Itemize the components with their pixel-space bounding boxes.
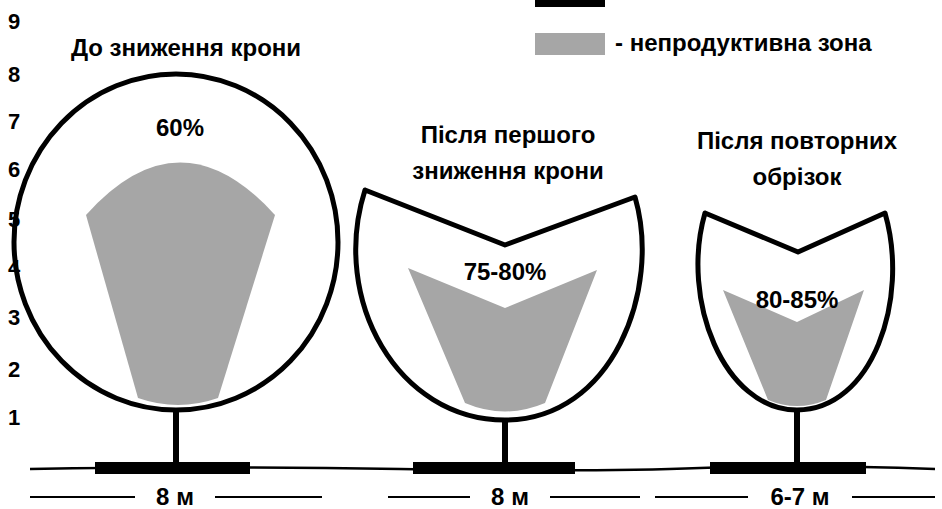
productivity-percent: 75-80% <box>435 254 575 290</box>
axis-number: 3 <box>8 305 20 331</box>
crown-before <box>14 74 338 474</box>
axis-number: 1 <box>8 405 20 431</box>
axis-number: 7 <box>8 109 20 135</box>
crown-heading: Після першого зниження крони <box>377 117 639 189</box>
dimension-label: 8 м <box>491 483 529 509</box>
tree-crown: Після першого зниження крони 75-80% <box>355 115 645 425</box>
ground-line <box>30 466 935 470</box>
dimension-label: 6-7 м <box>770 483 829 509</box>
axis-number: 8 <box>8 62 20 88</box>
crown-repeated-pruning <box>698 213 893 474</box>
productivity-percent: 60% <box>120 110 240 146</box>
legend-bar <box>535 0 605 7</box>
crown-first-reduction <box>356 190 642 474</box>
axis-number: 4 <box>8 255 20 281</box>
crown-heading: Після повторних обрізок <box>666 123 928 195</box>
legend-text: - непродуктивна зона <box>615 29 872 57</box>
productivity-percent: 80-85% <box>732 282 862 318</box>
axis-number: 6 <box>8 157 20 183</box>
tree-crown: До зниження крони 60% <box>10 25 345 415</box>
axis-number: 2 <box>8 357 20 383</box>
legend-swatch <box>535 33 605 55</box>
tree-crown: Після повторних обрізок80-85% <box>675 120 920 415</box>
axis-number: 5 <box>8 207 20 233</box>
dimension-label: 8 м <box>156 483 194 509</box>
axis-number: 9 <box>8 9 20 35</box>
crown-heading: До зниження крони <box>26 30 346 66</box>
